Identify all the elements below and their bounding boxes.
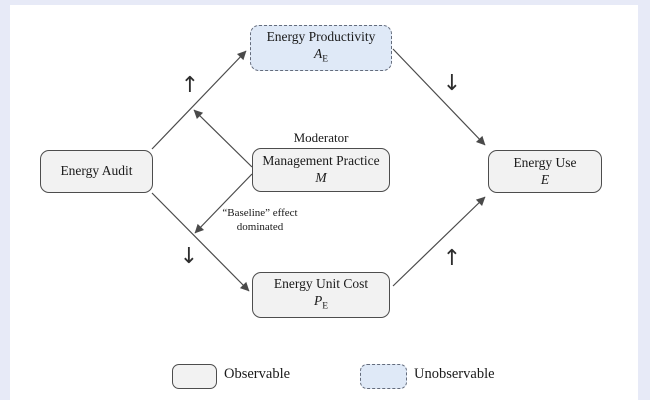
up-arrow-icon: ↑: [442, 246, 462, 271]
page-frame-left: [0, 0, 10, 400]
baseline-effect-annotation: “Baseline” effect dominated: [222, 207, 298, 234]
node-label: Energy Productivity: [266, 29, 376, 45]
up-arrow-icon: ↑: [180, 73, 200, 98]
node-symbol: E: [540, 171, 550, 187]
node-label: Energy Unit Cost: [273, 276, 369, 292]
node-label: Energy Use: [513, 154, 577, 170]
edge-moderation-upper: [193, 109, 253, 168]
edge-audit-to-productivity: [151, 50, 247, 150]
legend-swatch-observable: [172, 364, 217, 389]
legend-label-observable: Observable: [224, 366, 291, 382]
node-management-practice: Management Practice M: [252, 148, 390, 192]
down-arrow-icon: ↓: [442, 71, 462, 96]
node-energy-unit-cost: Energy Unit Cost PE: [252, 272, 390, 318]
node-label: Energy Audit: [60, 163, 133, 179]
page-frame-top: [0, 0, 650, 5]
down-arrow-icon: ↓: [179, 244, 199, 269]
edge-productivity-to-use: [392, 48, 486, 146]
node-symbol: PE: [313, 293, 329, 312]
page-frame-right: [638, 0, 650, 400]
edge-unit-cost-to-use: [392, 196, 486, 287]
node-label: Management Practice: [262, 153, 380, 169]
legend-swatch-unobservable: [360, 364, 407, 389]
node-symbol: M: [315, 170, 327, 185]
legend-label-unobservable: Unobservable: [414, 366, 495, 382]
node-energy-audit: Energy Audit: [40, 150, 153, 193]
node-symbol: AE: [313, 46, 329, 65]
node-energy-productivity: Energy Productivity AE: [250, 25, 392, 71]
node-energy-use: Energy Use E: [488, 150, 602, 193]
moderator-label: Moderator: [293, 130, 349, 145]
